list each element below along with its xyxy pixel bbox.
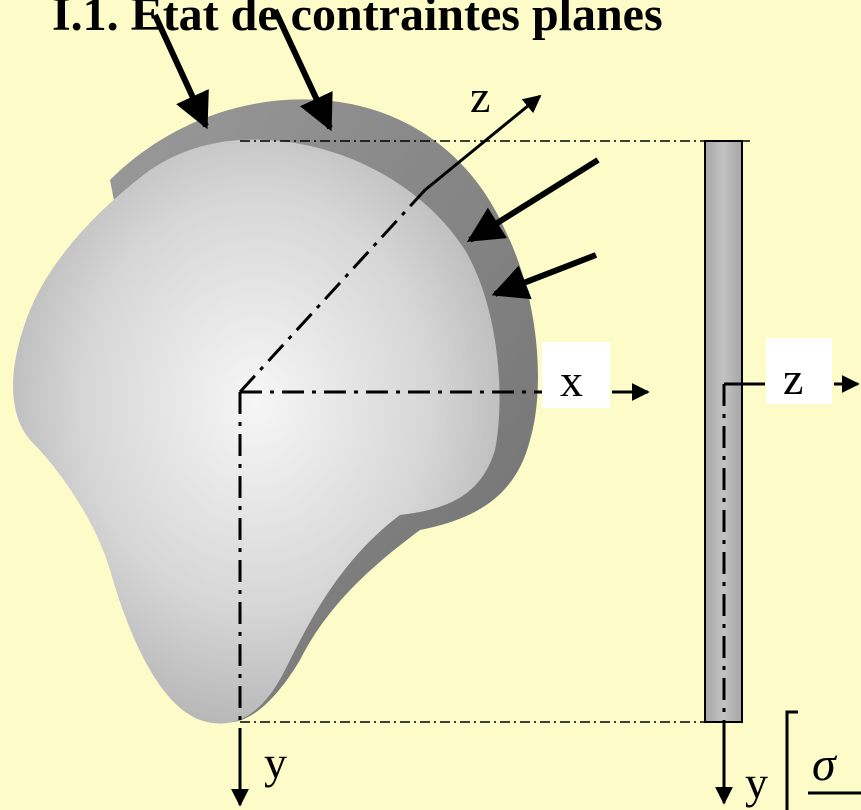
sigma-symbol: σ: [812, 738, 838, 791]
z-axis-label: z: [470, 71, 490, 122]
x-axis-label: x: [560, 355, 583, 406]
load-arrow-2: [272, 8, 333, 132]
reference-lines: [240, 140, 750, 723]
body-face: [13, 139, 500, 724]
z-side-label-box: [766, 338, 832, 404]
sigma-bracket: [785, 710, 798, 810]
load-arrow-1: [152, 13, 209, 130]
z-side-axis-label: z: [783, 353, 803, 404]
page-title: I.1. Etat de contraintes planes: [52, 0, 663, 41]
load-arrow-4: [491, 252, 598, 300]
load-arrows: [152, 8, 600, 300]
load-arrow-3: [466, 157, 600, 243]
z-axis-dashdot: [238, 188, 427, 394]
z-axis-arrow: [424, 94, 542, 192]
main-axes: [231, 94, 650, 807]
side-axes: [715, 375, 860, 805]
y-side-axis-label: y: [745, 757, 768, 808]
y-axis-label: y: [264, 737, 287, 788]
x-label-box: [542, 342, 610, 408]
